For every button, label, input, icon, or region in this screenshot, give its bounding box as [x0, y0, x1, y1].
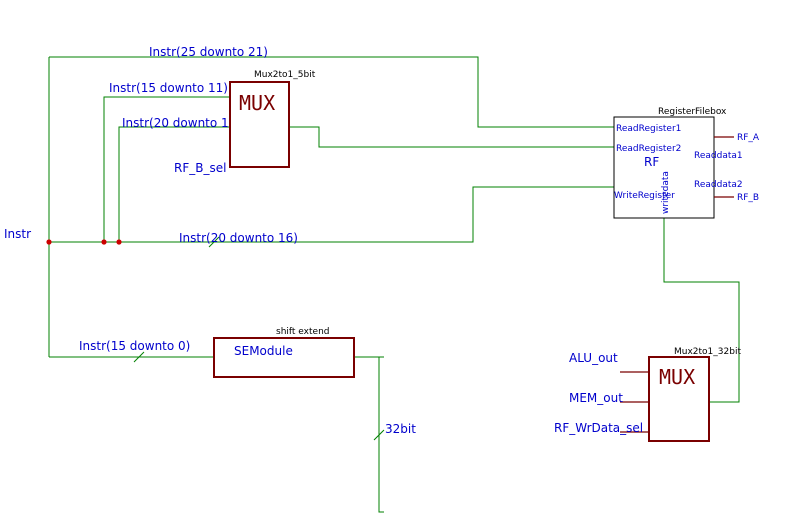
mux-32bit-in-mem-label: MEM_out	[569, 391, 623, 405]
rf-port-write-register: WriteRegister	[614, 191, 675, 201]
wire-instr-20-16-mux	[118, 126, 230, 242]
bus-tick-2	[133, 351, 145, 363]
rf-port-read-register1: ReadRegister1	[616, 124, 681, 134]
mux-32bit-title: Mux2to1_32bit	[674, 347, 741, 357]
mux-32bit-in-alu-label: ALU_out	[569, 351, 618, 365]
junction-dot	[46, 239, 52, 245]
wire-32bit-bus	[378, 357, 384, 513]
wire-wd-to-rf	[663, 218, 740, 403]
mux-32bit-body[interactable]	[648, 356, 710, 442]
rf-out-b-label: RF_B	[737, 193, 759, 203]
label-instr-15-11: Instr(15 downto 11)	[109, 81, 228, 95]
mux-32bit-label: MUX	[659, 365, 695, 389]
se-module-title: shift extend	[276, 327, 329, 337]
se-module-body[interactable]	[213, 337, 355, 378]
label-instr-20-16-write: Instr(20 downto 16)	[179, 231, 298, 245]
mux-5bit-title: Mux2to1_5bit	[254, 70, 316, 80]
label-instr-25-21: Instr(25 downto 21)	[149, 45, 268, 59]
junction-dot	[116, 239, 122, 245]
mux-5bit[interactable]: MUX Mux2to1_5bit RF_B_sel	[174, 70, 316, 175]
mux-5bit-label: MUX	[239, 91, 275, 115]
rf-port-read-data1: Readdata1	[694, 151, 743, 161]
label-instr-20-16-mux: Instr(20 downto 16)	[122, 116, 241, 130]
mux-5bit-body[interactable]	[229, 81, 290, 168]
label-instr-15-0: Instr(15 downto 0)	[79, 339, 190, 353]
wire-instr-15-11	[103, 96, 230, 242]
se-module-name: SEModule	[234, 344, 293, 358]
rf-out-a-label: RF_A	[737, 133, 760, 143]
bus-tick-3	[373, 429, 385, 441]
mux-32bit[interactable]: MUX Mux2to1_32bit ALU_out MEM_out RF_WrD…	[554, 347, 741, 442]
junction-dot	[101, 239, 107, 245]
label-32bit: 32bit	[385, 422, 416, 436]
register-file-title: RegisterFilebox	[658, 107, 727, 117]
register-file-name: RF	[644, 155, 659, 169]
wire-instr-20-16-write	[49, 186, 614, 243]
mux-5bit-sel-label: RF_B_sel	[174, 161, 226, 175]
se-module[interactable]: shift extend SEModule	[213, 327, 355, 378]
label-instr: Instr	[4, 227, 31, 241]
mux-32bit-sel-label: RF_WrData_sel	[554, 421, 643, 435]
junctions	[46, 239, 122, 245]
wires	[48, 56, 740, 513]
register-file[interactable]: RegisterFilebox RF ReadRegister1 ReadReg…	[613, 107, 760, 219]
rf-port-read-data2: Readdata2	[694, 180, 743, 190]
bus-tick-1	[208, 236, 220, 248]
register-file-body[interactable]	[613, 116, 715, 219]
rf-port-read-register2: ReadRegister2	[616, 144, 681, 154]
wire-mux-to-rr2	[290, 126, 614, 148]
rf-port-write-data: writedata	[661, 171, 671, 214]
wire-instr-25-21	[49, 56, 614, 128]
